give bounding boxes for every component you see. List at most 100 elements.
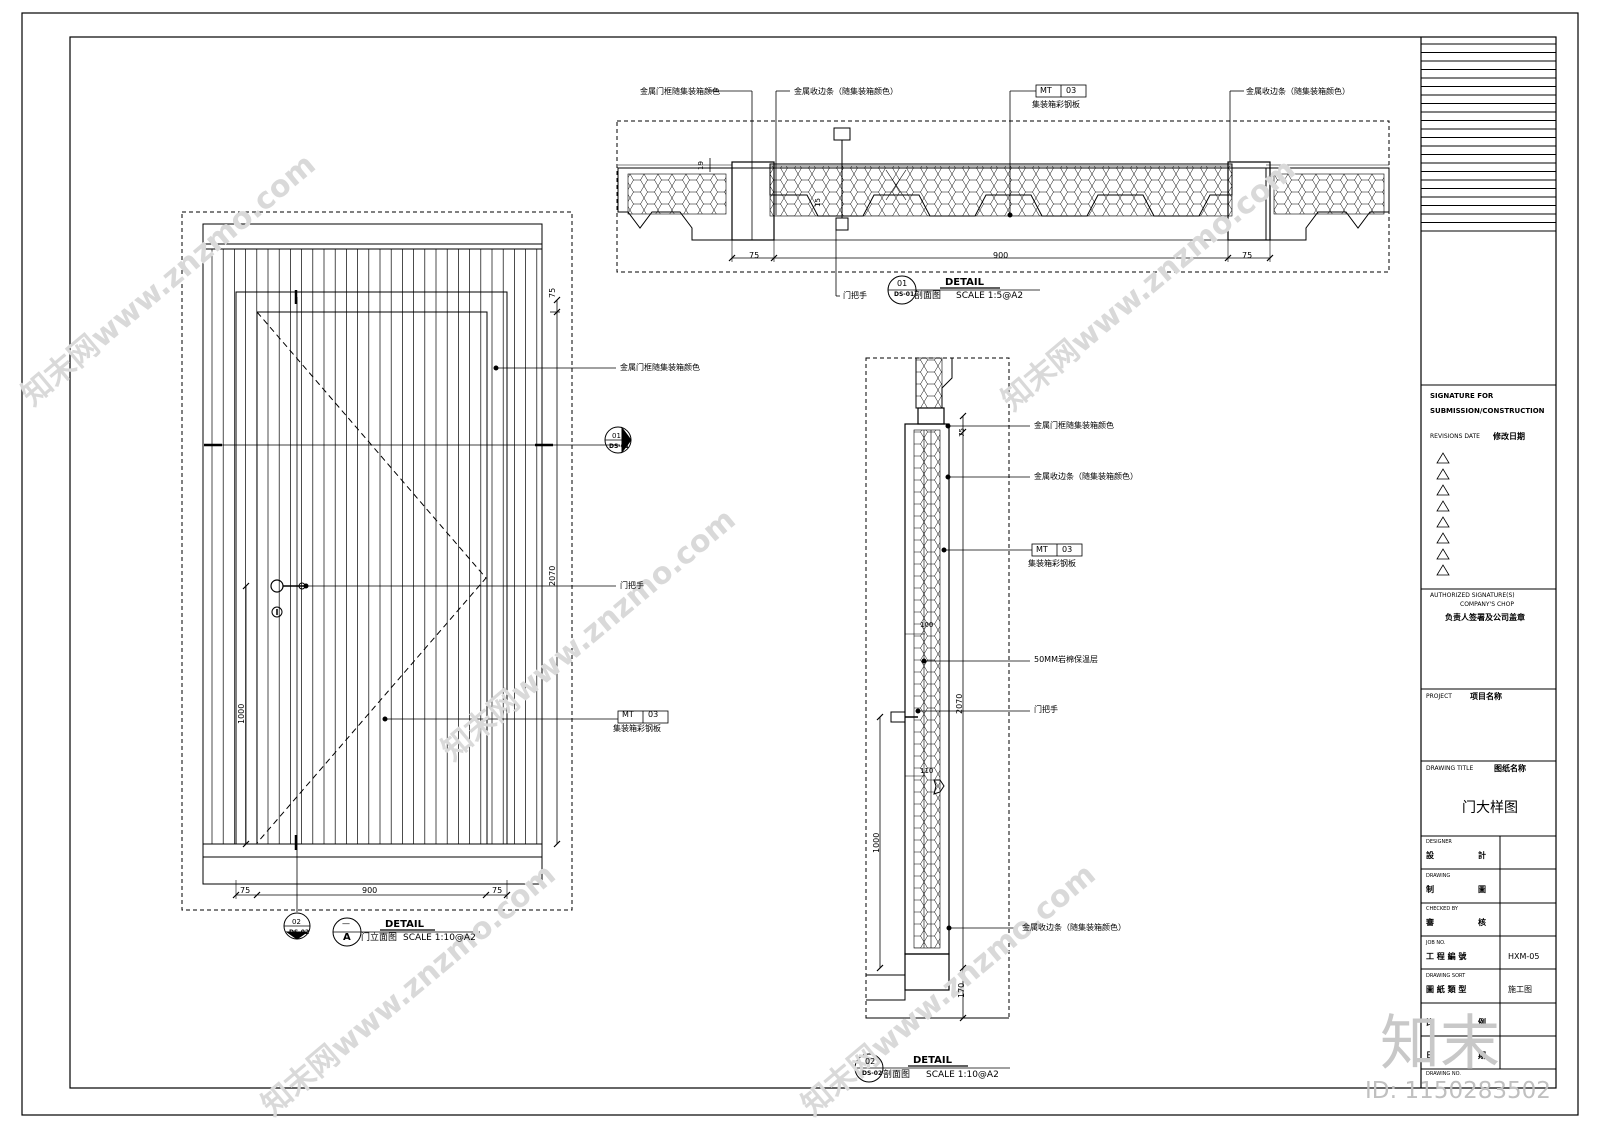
detail-scale: SCALE 1:5@A2: [956, 291, 1024, 301]
revision-triangle-icon: [1436, 532, 1450, 544]
detail-bubble-bottom: A: [343, 932, 351, 943]
detail-title-word: DETAIL: [945, 277, 985, 288]
detail-view-name: 剖面图: [883, 1070, 911, 1080]
callout-insulation: 50MM岩棉保温层: [1034, 655, 1098, 664]
callout-door-handle: 门把手: [620, 581, 644, 590]
handle-section-rose: [890, 711, 906, 723]
door-swing-indicator: [256, 311, 487, 844]
handle-section-marker: [835, 217, 849, 231]
dimension-label: 75: [492, 886, 503, 895]
revision-triangle-icon: [1436, 468, 1450, 480]
scale-label-cn: 例: [1478, 1018, 1486, 1027]
authorized-label-cn: 负责人签署及公司盖章: [1445, 613, 1525, 622]
door-leaf-corrugation: [769, 163, 1233, 217]
door-frame-right: [1227, 161, 1271, 241]
callout-steel-panel: 集装箱彩钢板: [1028, 559, 1076, 568]
handle-section-marker: [833, 127, 851, 141]
section-marker-number: 01: [612, 432, 621, 440]
authorized-label: COMPANY'S CHOP: [1460, 601, 1514, 608]
callout-door-handle: 门把手: [1034, 705, 1058, 714]
signature-heading: SUBMISSION/CONSTRUCTION: [1430, 407, 1545, 415]
dimension-label: 2070: [955, 693, 964, 714]
callout-metal-frame: 金属门框随集装箱颜色: [620, 363, 700, 372]
job-number-label-cn: 工 程 編 號: [1426, 952, 1467, 961]
sheet-outer-border: [21, 12, 1579, 1116]
dimension-tick: [242, 840, 250, 848]
drawn-by-label-cn: 制: [1426, 885, 1434, 894]
detail-title-word: DETAIL: [385, 919, 425, 930]
sheet-inner-border: [69, 36, 1557, 1089]
detail-bubble-bottom: DS-01: [894, 291, 915, 298]
material-tag-code: MT: [1036, 545, 1048, 554]
dimension-tick: [959, 428, 967, 436]
dimension-tick: [553, 296, 561, 304]
callout-steel-panel: 集装箱彩钢板: [1032, 100, 1080, 109]
dimension-tick: [553, 840, 561, 848]
dimension-label: 1000: [237, 703, 246, 724]
dimension-tick: [553, 308, 561, 316]
dimension-label: 2070: [548, 565, 557, 586]
door-lock-cylinder: [271, 606, 283, 618]
material-tag-number: 03: [648, 710, 659, 719]
revision-triangle-icon: [1436, 516, 1450, 528]
drawing-title-value: 门大样图: [1462, 800, 1518, 816]
revision-triangle-icon: [1436, 500, 1450, 512]
signature-heading: SIGNATURE FOR: [1430, 392, 1494, 400]
detail-bubble-bottom: DS-02: [862, 1070, 883, 1077]
designer-label-cn: 計: [1478, 851, 1486, 860]
wall-section-top: [915, 358, 953, 409]
door-opening-outline: [202, 223, 543, 885]
dimension-tick: [242, 582, 250, 590]
section-marker-ref: DS-01: [609, 443, 630, 450]
dimension-tick: [959, 412, 967, 420]
material-tag-number: 03: [1066, 86, 1077, 95]
checked-by-label-cn: 審: [1426, 918, 1434, 927]
revision-triangle-icon: [1436, 452, 1450, 464]
dimension-label: 75: [1242, 251, 1253, 260]
door-leaf-insulation: [769, 165, 1233, 217]
callout-metal-frame: 金属门框随集装箱颜色: [640, 87, 720, 96]
callout-steel-panel: 集装箱彩钢板: [613, 724, 661, 733]
dimension-label: 19: [697, 161, 705, 170]
section-marker-number: 02: [292, 918, 301, 926]
leader-dot: [1007, 212, 1013, 218]
dimension-tick: [253, 891, 261, 899]
detail-bubble-top: —: [342, 919, 350, 928]
dimension-label: 75: [958, 428, 966, 437]
dimension-label: 110: [920, 767, 934, 775]
drawing-sort-value: 施工图: [1508, 985, 1532, 994]
panel-cross-hatch: [885, 169, 907, 201]
callout-metal-trim: 金属收边条（随集装箱颜色）: [1034, 472, 1138, 481]
callout-metal-trim: 金属收边条（随集装箱颜色）: [1022, 923, 1126, 932]
job-number-label: JOB NO.: [1426, 940, 1446, 946]
callout-door-handle: 门把手: [843, 291, 867, 300]
drawn-by-label: DRAWING: [1426, 873, 1451, 879]
job-number-value: HXM-05: [1508, 952, 1540, 961]
revision-triangle-icon: [1436, 548, 1450, 560]
checked-by-label: CHECKED BY: [1426, 906, 1458, 912]
dimension-label: 100: [920, 621, 934, 629]
dimension-label: 900: [362, 886, 378, 895]
revisions-label-cn: 修改日期: [1493, 432, 1525, 441]
detail-view-name: 门立面图: [361, 933, 398, 943]
dimension-tick: [876, 964, 884, 972]
date-label-cn: 日: [1426, 1051, 1434, 1060]
dimension-label: 15: [814, 198, 822, 207]
authorized-label: AUTHORIZED SIGNATURE(S): [1430, 592, 1515, 599]
revision-triangle-icon: [1436, 564, 1450, 576]
detail-bubble-top: 02: [865, 1057, 876, 1066]
door-handle-rose: [270, 579, 284, 593]
revisions-label: REVISIONS DATE: [1430, 433, 1480, 440]
callout-metal-frame: 金属门框随集装箱颜色: [1034, 421, 1114, 430]
revision-triangle-icon: [1436, 484, 1450, 496]
section-marker-arrow: [285, 931, 309, 940]
detail-bubble-top: 01: [897, 279, 908, 288]
drawn-by-label-cn: 圖: [1478, 885, 1486, 894]
dimension-label: 75: [240, 886, 251, 895]
dimension-label: 75: [548, 287, 557, 298]
dimension-tick: [482, 891, 490, 899]
dimension-tick: [876, 713, 884, 721]
insulation-fill-right: [1273, 173, 1385, 215]
detail-title-word: DETAIL: [913, 1055, 953, 1066]
